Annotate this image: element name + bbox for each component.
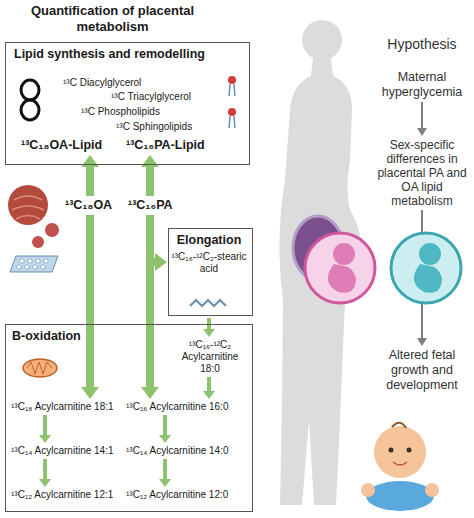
metabolite: ¹³C₁₄ Acylcarnitine 14:1 — [11, 445, 114, 457]
hypothesis-step: Altered fetal growth and development — [370, 348, 474, 393]
flow-arrow — [146, 167, 154, 196]
fatty-acid-chain-icon — [190, 300, 226, 306]
node-label: ¹³C₁₆-¹²C₂ Acylcarnitine 18:0 — [171, 339, 249, 375]
lipid-species: ¹³C Triacylglycerol — [111, 91, 191, 103]
metabolite: ¹³C₁₆ Acylcarnitine 16:0 — [126, 401, 228, 413]
plate-wells — [17, 259, 48, 269]
mitochondrion-cristae — [27, 362, 52, 374]
flow-arrow — [86, 215, 94, 387]
fetus-head — [419, 243, 441, 265]
node-label: ¹³C₁₂ Acylcarnitine 12:0 — [126, 489, 228, 501]
lipid-species: ¹³C Phospholipids — [81, 106, 160, 118]
flow-arrow — [207, 377, 211, 391]
node-label: Sex-specific differences in placental PA… — [370, 138, 474, 208]
node-label: ¹³C₁₆PA-Lipid — [126, 138, 205, 153]
trophoblast-cell — [45, 223, 59, 237]
baby-hand — [425, 483, 439, 497]
fatty-acid-tracer: ¹³C₁₆PA — [128, 198, 173, 213]
box-heading: Lipid synthesis and remodelling — [14, 47, 205, 62]
flow-arrow — [150, 215, 155, 262]
baby-hand — [361, 483, 375, 497]
flow-arrow — [163, 415, 167, 435]
mitochondrion-icon — [23, 359, 57, 377]
section-heading: Hypothesis — [372, 36, 472, 52]
placenta-texture — [12, 196, 44, 219]
metabolite: ¹³C₁₂ Acylcarnitine 12:0 — [126, 489, 228, 501]
node-label: ¹³C₁₂ Acylcarnitine 12:1 — [11, 489, 113, 501]
male-fetus-icon — [391, 233, 461, 303]
female-fetus-icon — [305, 233, 375, 303]
fetus-head — [333, 243, 355, 265]
flow-arrow — [43, 415, 47, 435]
fetus-body — [414, 264, 442, 293]
node-label: Maternal hyperglycemia — [372, 70, 472, 100]
metabolite: ¹³C₁₆-¹²C₂-stearic acid — [171, 251, 247, 275]
lipid-loop-icon — [21, 80, 39, 100]
baby-mouth — [393, 462, 407, 465]
metabolite: ¹³C₁₄ Acylcarnitine 14:0 — [126, 445, 229, 457]
flow-arrow — [43, 459, 47, 479]
flow-arrow — [163, 459, 167, 479]
node-label: ¹³C₁₆ Acylcarnitine 16:0 — [126, 401, 228, 413]
silhouette-head — [302, 20, 342, 60]
box-heading: Elongation — [169, 233, 249, 248]
baby-body — [366, 481, 434, 511]
process-box: Elongation ¹³C₁₆-¹²C₂-stearic acid — [168, 228, 253, 316]
fatty-acid-tracer: ¹³C₁₈OA — [65, 198, 112, 213]
flow-arrow — [421, 102, 423, 128]
process-box: ¹³C₁₆-¹²C₂ Acylcarnitine 18:0 ¹³C₁₈ Acylc… — [5, 324, 253, 512]
node-label: ¹³C₁₄ Acylcarnitine 14:1 — [11, 445, 114, 457]
baby-head — [374, 426, 426, 478]
metabolite: ¹³C₁₆-¹²C₂ Acylcarnitine 18:0 — [171, 339, 249, 375]
baby-eye — [389, 448, 394, 453]
node-label: ¹³C₁₄ Acylcarnitine 14:0 — [126, 445, 229, 457]
hypothesis-step: Maternal hyperglycemia — [372, 70, 472, 100]
metabolite: ¹³C₁₂ Acylcarnitine 12:1 — [11, 489, 113, 501]
panel-title: Quantification of placental metabolism — [5, 3, 220, 35]
lipid-species: ¹³C Diacylglycerol — [63, 77, 141, 89]
node-label: ¹³C₁₈ Acylcarnitine 18:1 — [11, 401, 114, 413]
baby-hair — [392, 423, 406, 428]
placenta-tissue — [8, 185, 48, 225]
fetus-body — [328, 264, 356, 293]
lipid-product: ¹³C₁₈OA-Lipid — [21, 138, 102, 153]
node-label: ¹³C₁₈OA — [65, 198, 112, 213]
baby-eye — [407, 448, 412, 453]
hypothesis-step: Sex-specific differences in placental PA… — [370, 138, 474, 208]
culture-plate — [10, 256, 58, 272]
node-label: Altered fetal growth and development — [370, 348, 474, 393]
flow-arrow — [86, 167, 94, 196]
lipid-molecule-icon — [228, 76, 236, 128]
metabolite: ¹³C₁₈ Acylcarnitine 18:1 — [11, 401, 114, 413]
box-heading: B-oxidation — [12, 329, 81, 344]
process-box: ¹³C₁₈OA-Lipid ¹³C₁₆PA-Lipid Lipid synthesi… — [5, 42, 250, 165]
lipid-loop-icon — [21, 100, 39, 120]
trophoblast-cell — [32, 236, 44, 248]
node-label: ¹³C₁₈OA-Lipid — [21, 138, 102, 153]
lipid-product: ¹³C₁₆PA-Lipid — [126, 138, 205, 153]
lipid-species: ¹³C Sphingolipids — [116, 121, 192, 133]
flow-arrow — [146, 215, 154, 387]
node-label: ¹³C₁₆PA — [128, 198, 173, 213]
